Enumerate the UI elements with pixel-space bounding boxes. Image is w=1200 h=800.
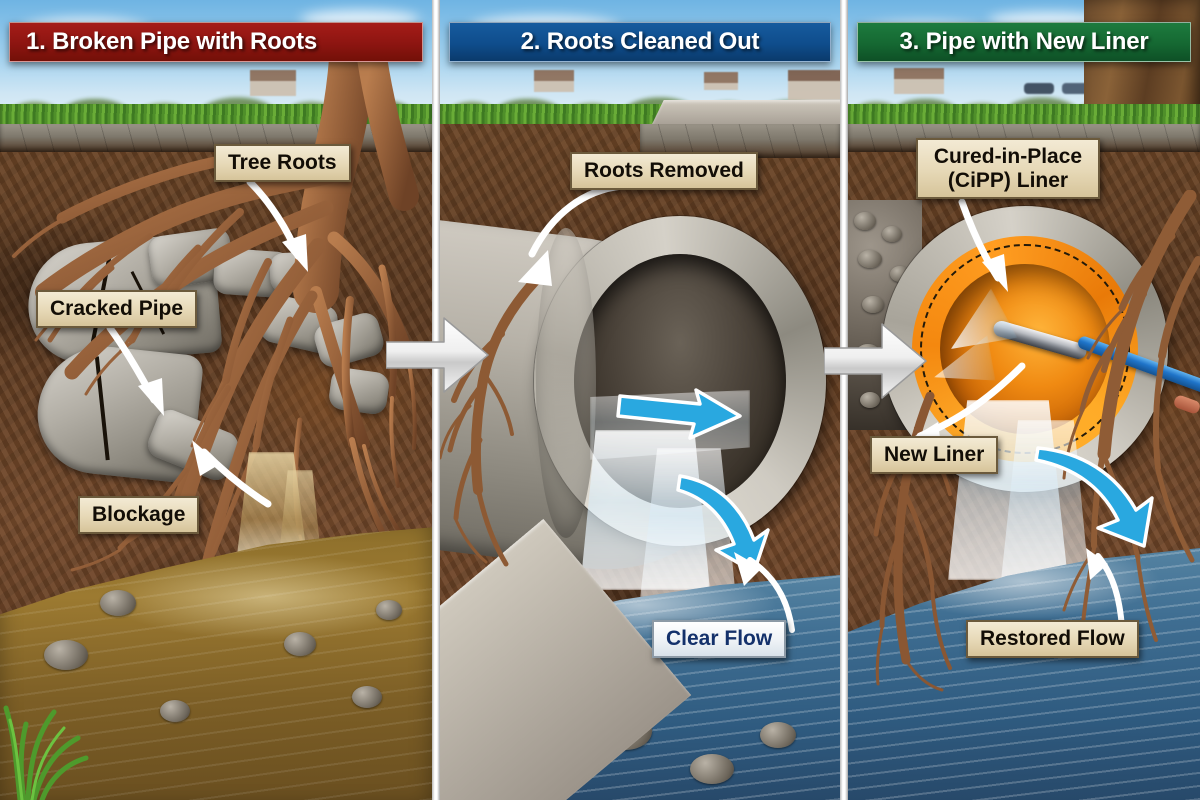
rock [284, 632, 316, 656]
panel-divider-1 [432, 0, 440, 800]
distant-house [534, 70, 574, 92]
panel-3-title: 3. Pipe with New Liner [899, 28, 1149, 55]
gravel-stone [854, 212, 876, 230]
panel-2-banner: 2. Roots Cleaned Out [449, 22, 831, 62]
gravel-stone [862, 296, 884, 313]
panel-2-title: 2. Roots Cleaned Out [520, 28, 760, 55]
distant-house [704, 72, 738, 90]
gravel-stone [858, 250, 882, 268]
label-restored-flow-text: Restored Flow [980, 627, 1125, 650]
residual-root-stub [440, 275, 541, 567]
panel-divider-2 [840, 0, 848, 800]
tree-root-network [1062, 190, 1200, 642]
grass-tuft [3, 705, 89, 800]
label-clear-flow[interactable]: Clear Flow [652, 620, 787, 658]
distant-car [1062, 83, 1092, 94]
distant-house [788, 70, 840, 100]
gravel-stone [882, 226, 902, 242]
rock [44, 640, 88, 670]
label-tree-roots[interactable]: Tree Roots [214, 144, 351, 182]
gravel-stone [856, 344, 880, 362]
panel-3-banner: 3. Pipe with New Liner [857, 22, 1191, 62]
label-new-liner-text: New Liner [884, 443, 985, 466]
label-blockage[interactable]: Blockage [78, 496, 200, 534]
label-tree-roots-text: Tree Roots [228, 151, 337, 174]
distant-house [894, 68, 944, 94]
rock [376, 600, 402, 620]
pipe-fragment [268, 250, 336, 294]
pipe-fragment [327, 366, 391, 416]
label-blockage-text: Blockage [92, 503, 186, 526]
panel-1-title: 1. Broken Pipe with Roots [26, 28, 318, 55]
rock [100, 590, 136, 616]
distant-car [1024, 83, 1054, 94]
label-cracked-pipe[interactable]: Cracked Pipe [36, 290, 198, 328]
label-clear-flow-text: Clear Flow [666, 627, 773, 650]
label-cracked-pipe-text: Cracked Pipe [50, 297, 184, 320]
panel-pipe-with-new-liner: 3. Pipe with New Liner Cured-in-Place (C… [848, 0, 1200, 800]
rock [352, 686, 382, 708]
label-roots-removed[interactable]: Roots Removed [570, 152, 758, 190]
panel-broken-pipe-with-roots: 1. Broken Pipe with Roots Tree Roots Cra… [0, 0, 432, 800]
label-cipp-liner[interactable]: Cured-in-Place (CiPP) Liner [916, 138, 1100, 200]
rock [690, 754, 734, 784]
panel-roots-cleaned-out: 2. Roots Cleaned Out Roots Removed Clear… [440, 0, 840, 800]
distant-house [250, 70, 296, 96]
label-restored-flow[interactable]: Restored Flow [966, 620, 1139, 658]
label-new-liner[interactable]: New Liner [870, 436, 999, 474]
pipe-crack [94, 356, 110, 461]
rock [160, 700, 190, 722]
label-cipp-liner-line1: Cured-in-Place [933, 145, 1083, 168]
label-cipp-liner-line2: (CiPP) Liner [947, 168, 1069, 192]
rock [760, 722, 796, 748]
panel-1-banner: 1. Broken Pipe with Roots [9, 22, 423, 62]
label-roots-removed-text: Roots Removed [584, 159, 744, 182]
